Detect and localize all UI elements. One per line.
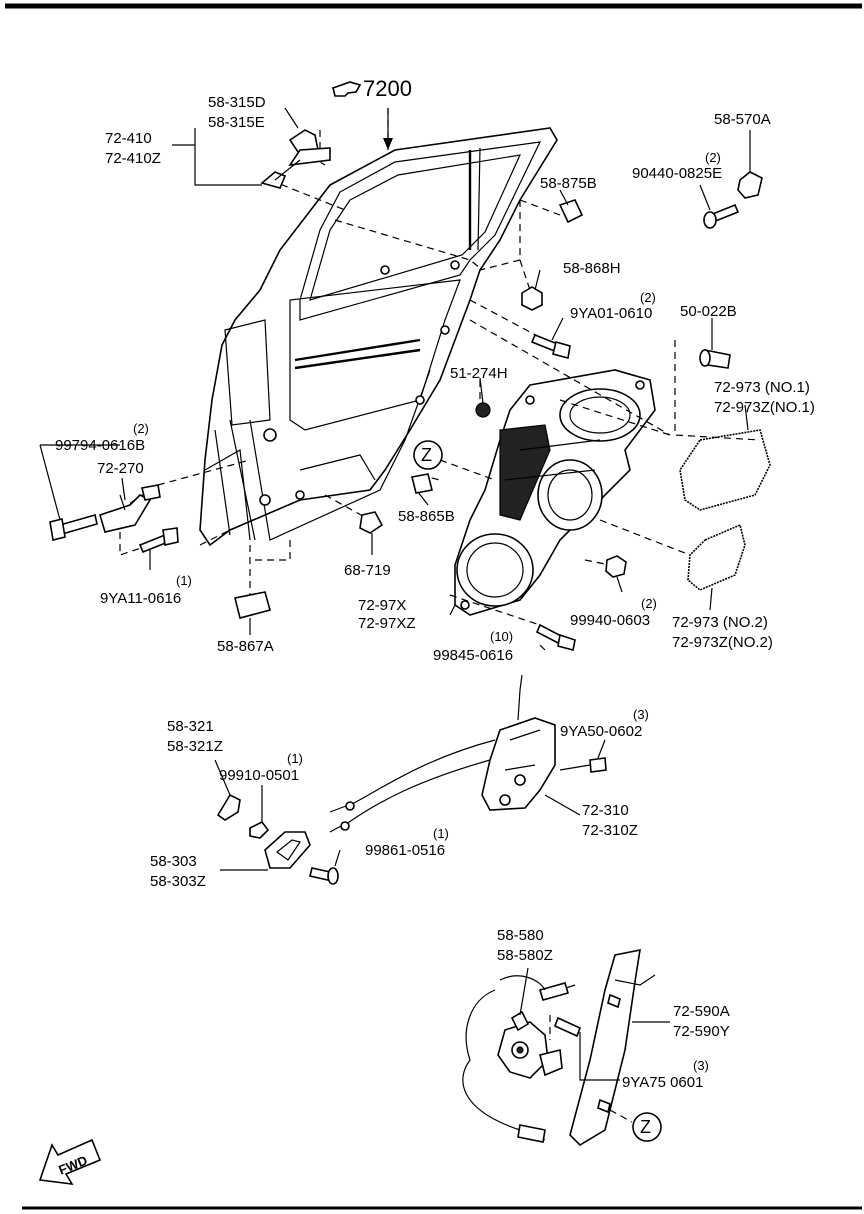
z-marker-circle-top — [413, 440, 443, 470]
bracket-867A-icon — [234, 591, 271, 619]
latch-assembly-icon — [481, 674, 556, 811]
handle-lever-icon — [216, 793, 241, 821]
inner-handle-label-1: 58-303 — [150, 853, 197, 870]
grommet-274H-icon — [475, 402, 491, 418]
handle-lever-label-1: 58-321 — [167, 718, 214, 735]
window-regulator-icon — [462, 948, 656, 1147]
seal-no2-icon — [687, 523, 746, 591]
bolt-11-label: 9YA11-0616 — [100, 590, 181, 607]
bolt-0602-icon — [559, 757, 607, 773]
pad-875B-icon — [558, 199, 584, 224]
regulator-label-1: 72-590A — [673, 1003, 730, 1020]
part-274H-label: 51-274H — [450, 365, 508, 382]
bolt-0616-qty: (10) — [490, 629, 513, 644]
nut-0603-label: 99940-0603 — [570, 612, 650, 629]
screw-0516-qty: (1) — [433, 826, 449, 841]
bolt-0616b-qty: (2) — [133, 421, 149, 436]
motor-label-1: 58-580 — [497, 927, 544, 944]
bolt-11-qty: (1) — [176, 573, 192, 588]
bolt-0610-icon — [530, 333, 571, 359]
seal-no1-icon — [679, 429, 771, 511]
inner-handle-label-2: 58-303Z — [150, 873, 206, 890]
part-570A-label: 58-570A — [714, 111, 771, 128]
z-marker-circle-bottom — [632, 1112, 662, 1142]
hinge-lower-label: 72-270 — [97, 460, 144, 477]
z-marker-top-label: Z — [421, 445, 432, 465]
plug-865B-icon — [411, 473, 433, 494]
latch-label-1: 72-310 — [582, 802, 629, 819]
fastener-0825-label: 90440-0825E — [632, 165, 722, 182]
pointing-hand-icon — [332, 81, 362, 97]
handle-lever-label-2: 58-321Z — [167, 738, 223, 755]
hinge-upper-label-1: 58-315D — [208, 94, 266, 111]
ref-7200-label: 7200 — [363, 76, 412, 101]
seal-no2-label-1: 72-973 (NO.2) — [672, 614, 768, 631]
seal-no1-label-1: 72-973 (NO.1) — [714, 379, 810, 396]
bolt-0616-icon — [535, 623, 576, 651]
bolt-9YA11-icon — [138, 527, 179, 554]
nut-868H-icon — [521, 286, 543, 311]
latch-cable-upper — [349, 739, 496, 806]
z-marker-bottom-label: Z — [640, 1117, 651, 1137]
bolt-0601-qty: (3) — [693, 1058, 709, 1073]
lower-hinge-icon — [99, 484, 161, 533]
bolt-0601-icon — [553, 993, 621, 1114]
part-865B-label: 58-865B — [398, 508, 455, 525]
screw-0825E-icon — [703, 203, 740, 229]
fastener-0825-qty: (2) — [705, 150, 721, 165]
part-867A-label: 58-867A — [217, 638, 274, 655]
seal-no1-label-2: 72-973Z(NO.1) — [714, 399, 815, 416]
clip-570A-icon — [737, 171, 763, 199]
bolt-0610-qty: (2) — [640, 290, 656, 305]
bolt-0602-label: 9YA50-0602 — [560, 723, 642, 740]
regulator-label-2: 72-590Y — [673, 1023, 730, 1040]
bolt-0602-qty: (3) — [633, 707, 649, 722]
part-022B-label: 50-022B — [680, 303, 737, 320]
bolt-0616B-icon — [49, 513, 98, 541]
upper-hinge-part-icon — [260, 129, 331, 189]
bolt-0616-label: 99845-0616 — [433, 647, 513, 664]
leader-lines-top — [119, 108, 761, 626]
seal-no2-label-2: 72-973Z(NO.2) — [672, 634, 773, 651]
hinge-arm-label-1: 72-410 — [105, 130, 152, 147]
clip-0501-label: 99910-0501 — [219, 767, 299, 784]
door-module-panel — [454, 369, 656, 616]
nut-0603-icon — [605, 555, 627, 578]
part-868H-label: 58-868H — [563, 260, 621, 277]
part-719-label: 68-719 — [344, 562, 391, 579]
clip-022B-icon — [699, 348, 731, 369]
latch-label-2: 72-310Z — [582, 822, 638, 839]
bolt-0610-label: 9YA01-0610 — [570, 305, 652, 322]
hinge-upper-label-2: 58-315E — [208, 114, 265, 131]
door-shell — [199, 127, 558, 547]
latch-cable-lower — [344, 759, 491, 826]
screw-0516-label: 99861-0516 — [365, 842, 445, 859]
screw-0516-icon — [309, 867, 339, 885]
inner-handle-icon — [264, 831, 311, 869]
clip-0501-qty: (1) — [287, 751, 303, 766]
clip-719-icon — [359, 511, 384, 534]
motor-label-2: 58-580Z — [497, 947, 553, 964]
hinge-arm-label-2: 72-410Z — [105, 150, 161, 167]
panel-label-1: 72-97X — [358, 597, 406, 614]
bolt-0616b-label: 99794-0616B — [55, 437, 145, 454]
clip-0501-icon — [249, 820, 270, 839]
nut-0603-qty: (2) — [641, 596, 657, 611]
fwd-arrow-icon — [38, 1138, 102, 1185]
bolt-0601-label: 9YA75 0601 — [622, 1074, 703, 1091]
label-leaders — [39, 107, 751, 1081]
part-875B-label: 58-875B — [540, 175, 597, 192]
panel-label-2: 72-97XZ — [358, 615, 416, 632]
regulator-motor-icon — [497, 1010, 563, 1079]
